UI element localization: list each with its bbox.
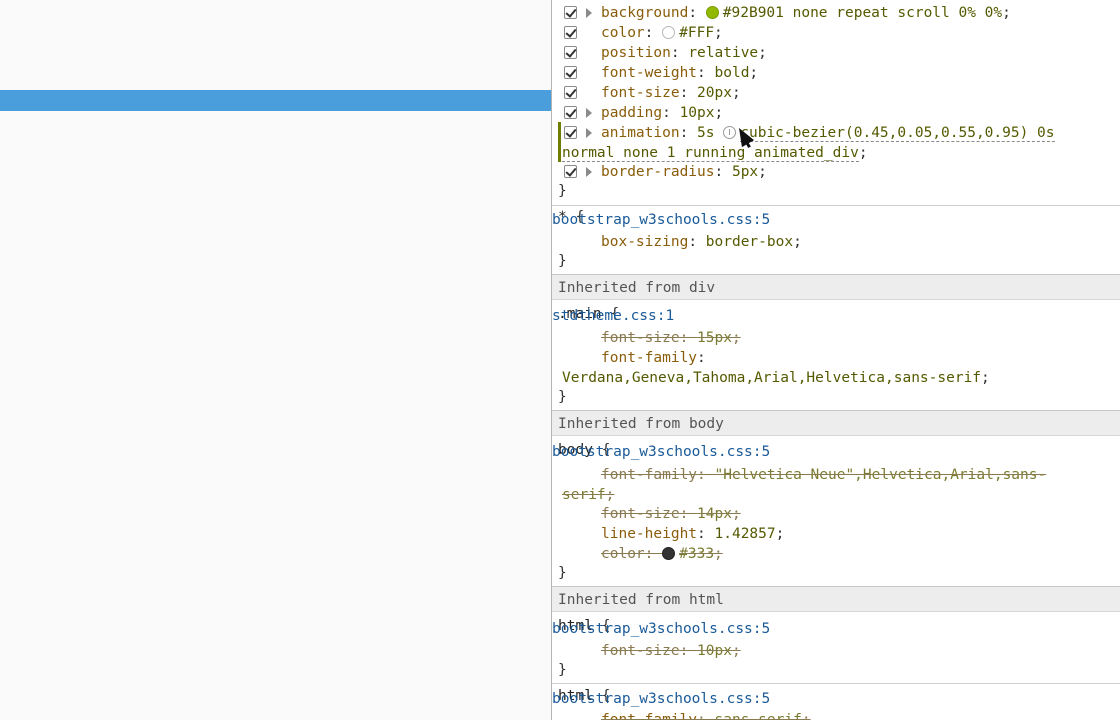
prop-checkbox[interactable] <box>564 26 577 39</box>
prop-name[interactable]: box-sizing <box>601 234 689 250</box>
prop-value[interactable]: bold <box>714 65 750 81</box>
prop-name[interactable]: font-family <box>601 712 698 720</box>
page-viewport <box>0 0 551 720</box>
prop-value[interactable]: 5px <box>731 164 759 180</box>
rule-selector-line: html { <box>558 688 611 704</box>
prop-value[interactable]: #333 <box>679 546 715 562</box>
expand-triangle-icon[interactable] <box>586 108 592 118</box>
prop-checkbox[interactable] <box>564 86 577 99</box>
rule-source-link[interactable]: stdtheme.css:1 <box>552 308 675 324</box>
rule-separator <box>552 683 1120 684</box>
prop-value[interactable]: normal none 1 running animated_div <box>562 145 859 162</box>
prop-value[interactable]: 14px <box>697 506 732 522</box>
prop-name[interactable]: font-size <box>601 85 680 101</box>
rule-close-brace: } <box>558 389 567 405</box>
prop-value[interactable]: serif <box>562 487 606 503</box>
rule-source-link[interactable]: bootstrap_w3schools.css:5 <box>552 691 771 707</box>
prop-value[interactable]: 15px <box>697 330 732 346</box>
rule-separator <box>552 205 1120 206</box>
color-swatch-icon[interactable] <box>662 26 676 39</box>
expand-triangle-icon[interactable] <box>586 128 592 138</box>
inherited-section-header: Inherited from html <box>552 586 1120 612</box>
rule-selector[interactable]: html <box>558 618 593 634</box>
prop-checkbox[interactable] <box>564 66 577 79</box>
prop-name[interactable]: font-weight <box>601 65 698 81</box>
modified-property-marker <box>558 122 561 162</box>
prop-name[interactable]: color <box>601 546 645 562</box>
rule-source-link[interactable]: bootstrap_w3schools.css:5 <box>552 444 771 460</box>
prop-value[interactable]: #FFF <box>679 25 715 41</box>
prop-value[interactable]: relative <box>688 45 759 61</box>
inherited-section-header: Inherited from div <box>552 274 1120 300</box>
prop-name[interactable]: font-size <box>601 643 680 659</box>
prop-checkbox[interactable] <box>564 106 577 119</box>
rule-source-link[interactable]: bootstrap_w3schools.css:5 <box>552 621 771 637</box>
expand-triangle-icon[interactable] <box>586 8 592 18</box>
rule-selector-line: body { <box>558 442 611 458</box>
rule-selector-line: .main { <box>558 306 620 322</box>
prop-row-animation-wrap: normal none 1 running animated_div; <box>562 145 868 162</box>
rule-selector-line: * { <box>558 209 585 225</box>
rule-source-link[interactable]: bootstrap_w3schools.css:5 <box>552 212 771 228</box>
prop-value[interactable]: "Helvetica Neue",Helvetica,Arial,sans- <box>714 467 1047 483</box>
prop-value[interactable]: 20px <box>697 85 732 101</box>
rule-selector[interactable]: * <box>558 209 567 225</box>
prop-name[interactable]: background <box>601 5 689 21</box>
prop-value[interactable]: 10px <box>679 105 715 121</box>
styles-panel: background: #92B901 none repeat scroll 0… <box>552 0 1120 720</box>
rule-selector-line: html { <box>558 618 611 634</box>
prop-name[interactable]: border-radius <box>601 164 715 180</box>
prop-value[interactable]: sans-serif <box>714 712 802 720</box>
prop-name[interactable]: position <box>601 45 671 61</box>
prop-checkbox[interactable] <box>564 126 577 139</box>
prop-value[interactable]: border-box <box>705 234 794 250</box>
prop-name[interactable]: padding <box>601 105 663 121</box>
prop-value[interactable]: 5s <box>697 125 715 141</box>
prop-value[interactable]: cubic-bezier(0.45,0.05,0.55,0.95) 0s <box>740 125 1055 142</box>
prop-checkbox[interactable] <box>564 165 577 178</box>
prop-value[interactable]: 1.42857 <box>714 526 776 542</box>
rule-selector[interactable]: body <box>558 442 593 458</box>
prop-row-font-family-wrap: Verdana,Geneva,Tahoma,Arial,Helvetica,sa… <box>562 370 990 386</box>
prop-name[interactable]: line-height <box>601 526 698 542</box>
prop-value[interactable]: #92B901 none repeat scroll 0% 0% <box>722 5 1003 21</box>
prop-checkbox[interactable] <box>564 6 577 19</box>
prop-name[interactable]: font-family <box>601 350 698 366</box>
prop-checkbox[interactable] <box>564 46 577 59</box>
panel-divider[interactable] <box>551 0 552 720</box>
expand-triangle-icon[interactable] <box>586 167 592 177</box>
inherited-section-header: Inherited from body <box>552 410 1120 436</box>
prop-name[interactable]: font-family <box>601 467 698 483</box>
prop-value[interactable]: Verdana,Geneva,Tahoma,Arial,Helvetica,sa… <box>562 370 982 386</box>
prop-name[interactable]: animation <box>601 125 680 141</box>
rule-close-brace: } <box>558 565 567 581</box>
rule-selector[interactable]: html <box>558 688 593 704</box>
prop-value[interactable]: 10px <box>697 643 732 659</box>
prop-row-font-family-wrap: serif; <box>562 487 615 503</box>
prop-name[interactable]: color <box>601 25 645 41</box>
rule-close-brace: } <box>558 183 567 199</box>
color-swatch-icon[interactable] <box>662 547 676 560</box>
rule-selector[interactable]: .main <box>558 306 602 322</box>
prop-name[interactable]: font-size <box>601 330 680 346</box>
rule-close-brace: } <box>558 253 567 269</box>
color-swatch-icon[interactable] <box>705 6 719 19</box>
rule-close-brace: } <box>558 662 567 678</box>
animated-div-element[interactable] <box>0 90 551 111</box>
prop-name[interactable]: font-size <box>601 506 680 522</box>
